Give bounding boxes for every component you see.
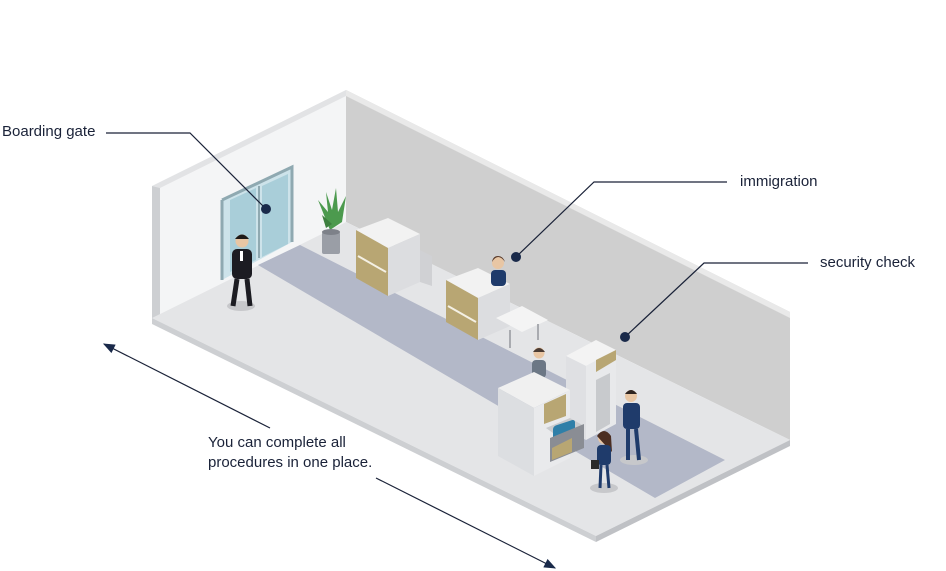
arrow-right (375, 477, 557, 569)
gate-guard (227, 234, 255, 311)
back-wall (346, 90, 790, 440)
marker-boarding-gate (261, 204, 271, 214)
marker-immigration (511, 252, 521, 262)
leader-immigration (511, 181, 727, 262)
label-security-check: security check (820, 254, 916, 271)
caption-line-1: You can complete all (208, 434, 346, 451)
immigration-counter-1 (356, 218, 432, 296)
arrow-left (102, 343, 271, 429)
left-wall-top (152, 90, 346, 188)
potted-plant (318, 188, 346, 254)
immigration-officer (491, 256, 506, 286)
traveler-woman (590, 431, 618, 493)
xray-scanner (498, 372, 584, 476)
caption-line-2: procedures in one place. (208, 454, 373, 471)
marker-security-check (620, 332, 630, 342)
label-immigration: immigration (740, 173, 818, 190)
label-boarding-gate: Boarding gate (2, 123, 96, 140)
floor-edge-left (152, 318, 596, 542)
left-wall-edge (152, 186, 160, 318)
caption: You can complete all procedures in one p… (208, 433, 372, 473)
traveler-man (620, 390, 648, 465)
immigration-counter-2 (446, 268, 548, 348)
back-wall-top (346, 90, 790, 318)
floor-edge-right (596, 440, 790, 542)
leader-security-check (620, 262, 808, 342)
metal-detector (566, 340, 616, 440)
leader-boarding-gate (106, 132, 271, 214)
